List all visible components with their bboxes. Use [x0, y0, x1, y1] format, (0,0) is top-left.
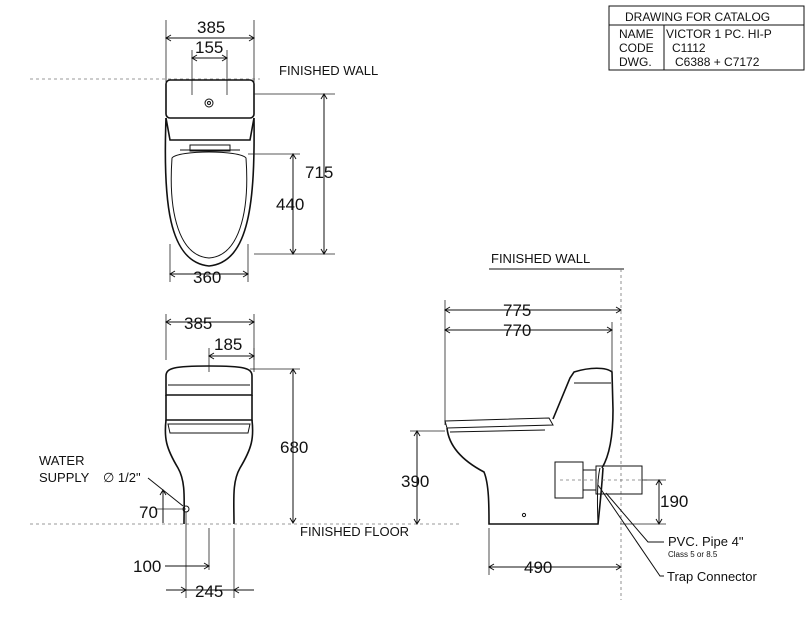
side-dim-775: 775	[503, 301, 531, 320]
trap-connector-label: Trap Connector	[667, 569, 758, 584]
title-block-heading: DRAWING FOR CATALOG	[625, 10, 770, 24]
top-dim-715: 715	[305, 163, 333, 182]
front-dim-680: 680	[280, 438, 308, 457]
finished-floor-label: FINISHED FLOOR	[300, 524, 409, 539]
top-dim-385: 385	[197, 18, 225, 37]
side-view-seat	[444, 417, 554, 429]
front-dim-245: 245	[195, 582, 223, 601]
pvc-pipe-class-label: Class 5 or 8.5	[668, 550, 718, 559]
front-dim-70: 70	[139, 503, 158, 522]
front-dim-185: 185	[214, 335, 242, 354]
title-block-key-name: NAME	[619, 27, 654, 41]
side-view: FINISHED WALL 775 770 390	[401, 251, 758, 600]
side-dim-770: 770	[503, 321, 531, 340]
title-block-key-dwg: DWG.	[619, 55, 652, 69]
side-dim-190: 190	[660, 492, 688, 511]
front-dim-385: 385	[184, 314, 212, 333]
water-supply-size: ∅ 1/2"	[103, 470, 141, 485]
top-dim-440: 440	[276, 195, 304, 214]
pvc-pipe-label: PVC. Pipe 4"	[668, 534, 744, 549]
water-supply-label-line2: SUPPLY	[39, 470, 90, 485]
title-block: DRAWING FOR CATALOG NAME VICTOR 1 PC. HI…	[608, 5, 805, 71]
top-view-seat	[170, 151, 248, 259]
top-view-flush-button-icon	[204, 98, 214, 108]
title-block-value-dwg: C6388 + C7172	[675, 55, 760, 69]
side-view-finished-wall-label: FINISHED WALL	[491, 251, 590, 266]
trap-connector	[554, 461, 584, 499]
front-view-tank	[165, 365, 253, 396]
water-supply-label-line1: WATER	[39, 453, 85, 468]
title-block-value-code: C1112	[672, 41, 706, 55]
side-dim-390: 390	[401, 472, 429, 491]
top-dim-155: 155	[195, 38, 223, 57]
title-block-key-code: CODE	[619, 41, 654, 55]
top-view-tank	[165, 79, 255, 119]
side-view-tank	[552, 367, 614, 469]
front-view: 385 185 680 WATER SUPPLY ∅ 1/2" 70	[30, 314, 460, 601]
front-view-seat	[167, 423, 251, 434]
top-view-finished-wall-label: FINISHED WALL	[279, 63, 378, 78]
top-dim-360: 360	[193, 268, 221, 287]
side-dim-490: 490	[524, 558, 552, 577]
side-view-bowl	[446, 427, 604, 525]
top-view: FINISHED WALL 385 155 715	[30, 18, 378, 287]
front-dim-100: 100	[133, 557, 161, 576]
title-block-value-name: VICTOR 1 PC. HI-P	[666, 27, 772, 41]
